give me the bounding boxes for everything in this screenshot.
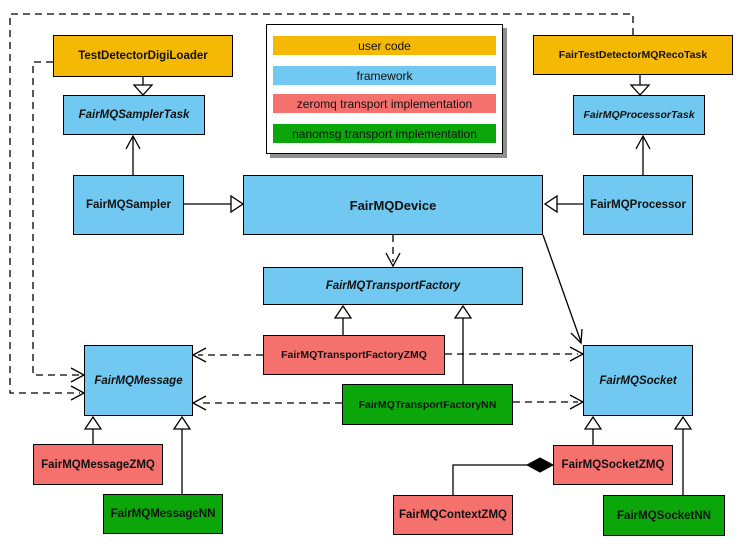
class-node-fairmqsampler: FairMQSampler [73, 175, 184, 235]
open-arrow-icon [569, 394, 585, 410]
open-arrow-icon [570, 328, 583, 345]
legend-item-zeromq: zeromq transport implementation [273, 94, 496, 113]
class-label: FairMQMessageNN [110, 508, 216, 520]
class-node-fairmqmessage: FairMQMessage [84, 345, 193, 416]
class-label: FairMQContextZMQ [399, 509, 507, 521]
generalization-arrow-icon [83, 415, 103, 430]
class-node-fairmqtransportfactorynn: FairMQTransportFactoryNN [342, 384, 513, 425]
class-node-fairmqdevice: FairMQDevice [243, 175, 543, 235]
class-node-fairmqsocketnn: FairMQSocketNN [603, 495, 725, 536]
generalization-arrow-icon [333, 304, 353, 319]
open-arrow-icon [70, 367, 86, 383]
class-node-fairmqsocketzmq: FairMQSocketZMQ [553, 445, 673, 485]
class-node-fairmqsocket: FairMQSocket [583, 345, 693, 416]
edge-contextzmq-socketzmq [452, 464, 527, 495]
class-label: FairMQDevice [349, 197, 437, 213]
class-node-fairmqmessagenn: FairMQMessageNN [103, 494, 223, 534]
legend-label: framework [356, 68, 413, 83]
class-label: FairMQSocket [599, 374, 677, 387]
class-label: FairMQSocketNN [617, 509, 711, 522]
generalization-arrow-icon [132, 84, 154, 96]
open-arrow-icon [70, 385, 86, 401]
class-label: FairMQProcessor [590, 199, 686, 211]
class-label: FairMQTransportFactoryZMQ [281, 349, 427, 361]
legend-label: nanomsg transport implementation [292, 126, 477, 141]
class-node-fairmqprocessortask: FairMQProcessorTask [573, 95, 705, 135]
legend-item-framework: framework [273, 66, 496, 85]
generalization-arrow-icon [543, 194, 558, 214]
class-node-fairmqcontextzmq: FairMQContextZMQ [393, 495, 513, 535]
composition-diamond-icon [525, 457, 555, 473]
legend-item-nanomsg: nanomsg transport implementation [273, 124, 496, 143]
class-node-testdetectordigiloader: TestDetectorDigiLoader [53, 35, 233, 77]
class-label: FairMQMessageZMQ [41, 458, 155, 471]
generalization-arrow-icon [230, 194, 245, 214]
generalization-arrow-icon [629, 84, 651, 96]
class-label: FairMQSampler [86, 199, 171, 211]
class-node-fairmqprocessor: FairMQProcessor [583, 175, 693, 235]
class-label: FairMQMessage [94, 374, 183, 387]
legend-label: zeromq transport implementation [296, 96, 473, 111]
open-arrow-icon [635, 134, 651, 150]
open-arrow-icon [191, 347, 207, 363]
legend-box: user code framework zeromq transport imp… [266, 24, 503, 154]
open-arrow-icon [191, 395, 207, 411]
generalization-arrow-icon [172, 415, 192, 430]
class-node-fairmqsamplertask: FairMQSamplerTask [63, 95, 205, 135]
class-node-fairmqmessagezmq: FairMQMessageZMQ [33, 444, 163, 485]
class-label: FairMQTransportFactory [325, 280, 461, 292]
class-node-fairtestdetectormqrecotask: FairTestDetectorMQRecoTask [533, 35, 733, 75]
class-node-fairmqtransportfactoryzmq: FairMQTransportFactoryZMQ [263, 335, 445, 375]
class-label: FairMQProcessorTask [583, 109, 695, 121]
generalization-arrow-icon [583, 415, 603, 430]
legend-label: user code [358, 38, 411, 53]
legend-item-user-code: user code [273, 36, 496, 55]
class-label: FairMQSocketZMQ [561, 459, 665, 471]
open-arrow-icon [125, 134, 141, 150]
class-label: TestDetectorDigiLoader [78, 50, 208, 62]
class-label: FairTestDetectorMQRecoTask [558, 49, 708, 61]
class-label: FairMQTransportFactoryNN [358, 398, 497, 411]
class-label: FairMQSamplerTask [78, 109, 190, 121]
open-arrow-icon [385, 252, 401, 268]
generalization-arrow-icon [453, 304, 473, 319]
class-node-fairmqtransportfactory: FairMQTransportFactory [263, 267, 523, 305]
edge-device-socket [542, 234, 582, 343]
generalization-arrow-icon [673, 415, 693, 430]
open-arrow-icon [569, 346, 585, 362]
